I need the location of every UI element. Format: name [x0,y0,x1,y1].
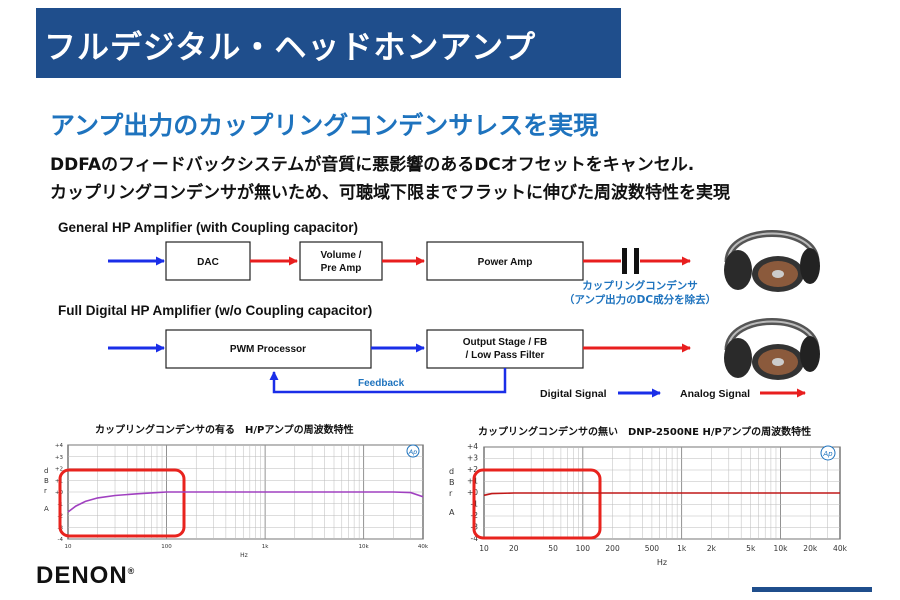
ylabel-b: B [44,477,49,485]
capacitor-plate [622,248,627,274]
headphones-image [724,230,820,292]
subtitle: アンプ出力のカップリングコンデンサレスを実現 [50,111,599,140]
highlight-box [58,468,186,538]
x-tick-label: 500 [645,544,660,553]
output-stage-label: Output Stage / FB [463,337,547,348]
general-amp-label: General HP Amplifier (with Coupling capa… [58,220,358,235]
legend-analog-label: Analog Signal [680,388,750,400]
x-tick-label: 20 [509,544,519,553]
brand-name: DENON [36,562,128,589]
x-tick-label: 1k [677,544,687,553]
y-tick-label: +4 [55,443,64,449]
x-tick-label: 40k [418,544,429,550]
lowpass-label: / Low Pass Filter [466,350,545,361]
ylabel-r: r [449,489,453,498]
ylabel-d: d [44,467,48,475]
page-title: フルデジタル・ヘッドホンアンプ [44,28,537,66]
xlabel: Hz [240,552,248,559]
feedback-loop-arrow [269,368,507,394]
power-amp-label: Power Amp [478,257,533,268]
volume-preamp-block [299,241,383,281]
chart-title: カップリングコンデンサの有る H/Pアンプの周波数特性 [95,423,354,436]
x-tick-label: 50 [548,544,558,553]
y-tick-label: +2 [55,467,63,473]
preamp-label: Pre Amp [321,263,362,274]
title-banner [36,8,621,78]
x-tick-label: 100 [576,544,591,553]
dac-block [165,241,251,281]
footer-bar [752,587,872,592]
capacitor-plate [634,248,639,274]
y-tick-label: +4 [467,442,478,451]
xlabel: Hz [657,558,667,567]
y-tick-label: +2 [467,465,478,474]
x-tick-label: 20k [803,544,818,553]
ylabel-a: A [449,508,455,517]
highlight-box [472,468,602,540]
ap-badge: Ap [408,448,418,456]
chart-title: カップリングコンデンサの無い DNP-2500NE H/Pアンプの周波数特性 [478,425,811,438]
frequency-response-chart-without-capacitor: カップリングコンデンサの無い DNP-2500NE H/Pアンプの周波数特性 +… [449,425,848,567]
series-line [67,491,424,513]
y-tick-label: +3 [55,455,64,461]
frequency-response-chart-with-capacitor: カップリングコンデンサの有る H/Pアンプの周波数特性 +4+3+2+1+0-1… [44,423,429,559]
digital-amp-label: Full Digital HP Amplifier (w/o Coupling … [58,303,372,318]
x-tick-label: 10k [359,544,370,550]
x-tick-label: 1k [262,544,269,550]
x-tick-label: 5k [746,544,756,553]
pwm-processor-label: PWM Processor [230,344,306,355]
y-tick-label: +3 [467,454,478,463]
capacitor-label: カップリングコンデンサ [582,279,698,292]
ylabel-d: d [449,467,454,476]
description-line-1: DDFAのフィードバックシステムが音質に悪影響のあるDCオフセットをキャンセル. [50,155,695,175]
grid [68,444,423,540]
x-tick-label: 10 [479,544,489,553]
ap-badge: Ap [822,450,833,458]
denon-logo: DENON® [36,562,135,590]
registered-mark: ® [127,566,136,576]
ylabel-a: A [44,505,49,513]
legend-digital-label: Digital Signal [540,388,607,400]
y-tick-label: -4 [471,534,479,543]
feedback-label: Feedback [358,378,405,389]
headphones-image [724,318,820,380]
capacitor-note: （アンプ出力のDC成分を除去） [564,293,716,306]
output-stage-block [426,329,584,369]
dac-label: DAC [197,257,219,268]
description-line-2: カップリングコンデンサが無いため、可聴域下限までフラットに伸びた周波数特性を実現 [50,183,730,203]
ap-badge-icon [406,444,420,458]
x-tick-label: 200 [605,544,620,553]
series-line [483,492,840,497]
x-tick-label: 10 [65,544,72,550]
volume-label: Volume / [321,250,362,261]
x-tick-label: 40k [833,544,848,553]
x-tick-label: 10k [774,544,789,553]
y-tick-label: -4 [58,537,64,543]
ylabel-r: r [44,487,47,495]
x-tick-label: 100 [161,544,172,550]
x-tick-label: 2k [707,544,717,553]
ylabel-b: B [449,478,455,487]
ap-badge-icon [820,445,836,461]
